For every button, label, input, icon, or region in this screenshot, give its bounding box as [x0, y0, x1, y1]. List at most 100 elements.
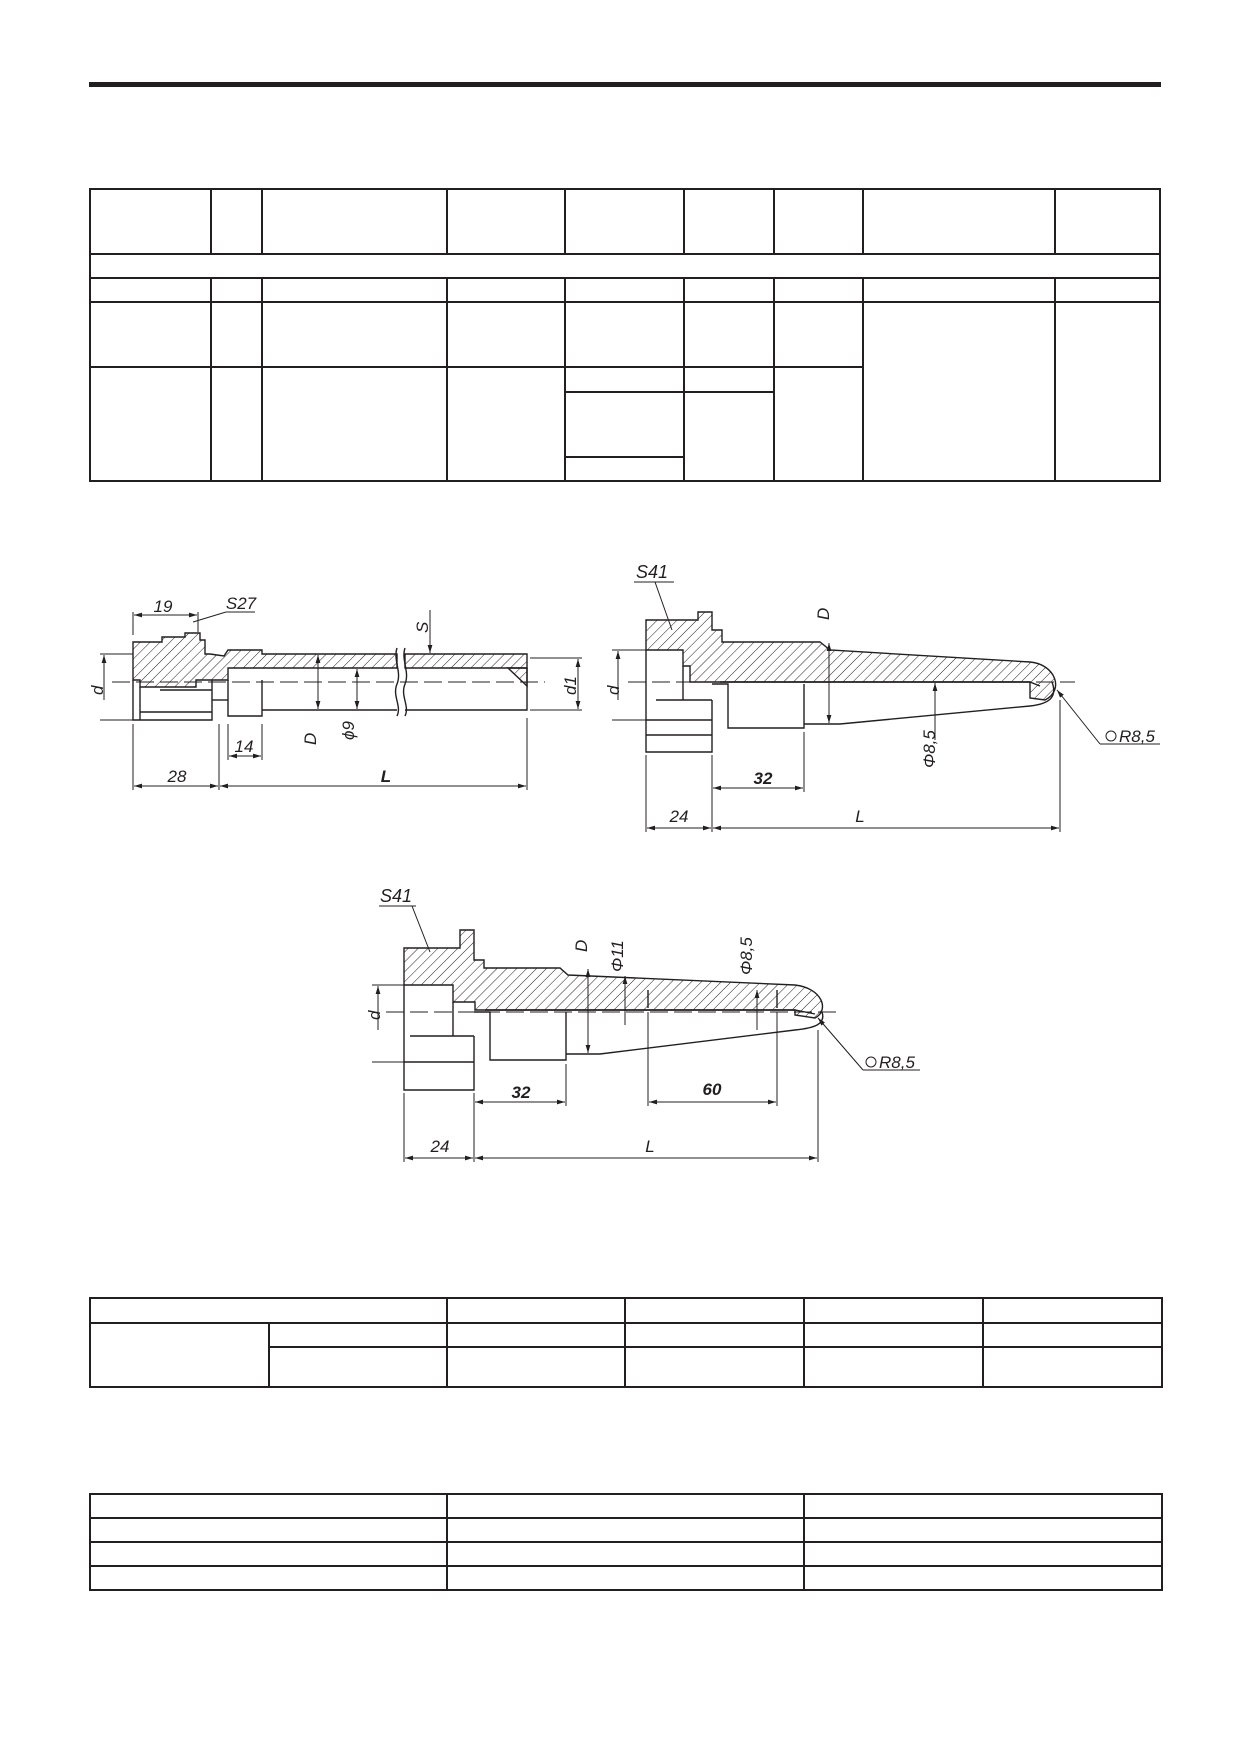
table-cell	[446, 1346, 626, 1388]
table-cell	[446, 1297, 626, 1324]
table-row	[89, 1297, 1163, 1324]
length-label-l: L	[645, 1137, 654, 1156]
table-cell	[773, 301, 864, 368]
table-cell	[446, 1517, 805, 1543]
table-cell	[1054, 277, 1161, 303]
hex-label-s41: S41	[636, 562, 668, 582]
table-cell	[89, 1297, 448, 1324]
table-cell	[683, 301, 775, 368]
table-cell	[564, 188, 685, 255]
table-cell	[210, 366, 263, 482]
table-cell	[268, 1346, 448, 1388]
table-cell	[261, 277, 448, 303]
spec-table	[89, 188, 1161, 482]
table-cell	[210, 188, 263, 255]
tip-dia-label-phi8-5: Φ8,5	[920, 730, 939, 768]
thermowell-drawing-2	[612, 581, 1160, 832]
table-cell	[446, 277, 566, 303]
table-cell	[446, 366, 566, 482]
table-cell	[564, 277, 685, 303]
hex-label-s41: S41	[380, 886, 412, 906]
thread-label-d: d	[365, 1010, 384, 1020]
dimension-table	[89, 1297, 1163, 1388]
table-cell	[89, 301, 212, 368]
table-row	[89, 1493, 1163, 1519]
table-row	[89, 1565, 1163, 1591]
material-table	[89, 1493, 1163, 1591]
table-cell	[446, 1541, 805, 1567]
table-cell	[803, 1565, 1163, 1591]
table-cell	[624, 1346, 805, 1388]
table-cell	[268, 1322, 448, 1348]
table-cell	[446, 1322, 626, 1348]
table-row	[89, 301, 1161, 482]
table-cell	[564, 366, 685, 393]
table-cell	[210, 277, 263, 303]
table-cell	[982, 1297, 1163, 1324]
dim-label-32: 32	[754, 769, 773, 788]
table-cell	[773, 188, 864, 255]
tip-dia-label-phi8-5: Φ8,5	[737, 937, 756, 975]
table-cell	[210, 301, 263, 368]
fig2-labels: S41 d D Φ8,5 R8,5 32 24 L	[604, 562, 1155, 826]
table-row	[90, 391, 1160, 482]
table-cell	[89, 253, 1161, 279]
table-cell	[624, 1297, 805, 1324]
table-cell	[446, 301, 566, 368]
table-cell	[803, 1493, 1163, 1519]
outer-dia-label-d: D	[814, 608, 833, 620]
table-cell	[89, 366, 212, 482]
table-row	[89, 1322, 1163, 1388]
table-cell	[89, 1517, 448, 1543]
table-cell	[89, 1493, 448, 1519]
dim-label-24: 24	[430, 1137, 450, 1156]
table-cell	[446, 1565, 805, 1591]
length-label-l: L	[381, 767, 391, 786]
table-cell	[862, 301, 1056, 482]
table-cell	[624, 1322, 805, 1348]
radius-label-r8-5: R8,5	[1119, 727, 1155, 746]
table-cell	[261, 366, 448, 482]
table-row	[89, 253, 1161, 279]
table-cell	[261, 188, 448, 255]
table-cell	[446, 1493, 805, 1519]
table-row	[89, 1517, 1163, 1543]
table-cell	[803, 1541, 1163, 1567]
table-cell	[683, 391, 775, 482]
table-cell	[803, 1322, 984, 1348]
table-cell	[1054, 301, 1161, 482]
table-cell	[803, 1297, 984, 1324]
fig1-labels: 19 S27 S d D ϕ9 14 28 L d1	[88, 594, 580, 786]
table-cell	[982, 1346, 1163, 1388]
table-cell	[89, 188, 212, 255]
table-cell	[261, 301, 448, 368]
table-cell	[89, 277, 212, 303]
outer-dia-label-d: D	[301, 733, 320, 745]
dim-label-28: 28	[167, 767, 187, 786]
table-cell	[1054, 188, 1161, 255]
top-rule	[89, 82, 1161, 87]
wall-label-s: S	[413, 621, 432, 633]
dim-label-60: 60	[703, 1080, 722, 1099]
table-cell	[773, 366, 864, 482]
table-cell	[862, 277, 1056, 303]
table-row	[90, 1346, 1163, 1388]
table-cell	[803, 1517, 1163, 1543]
table-cell	[564, 301, 685, 368]
table-cell	[564, 456, 685, 482]
table-cell	[446, 188, 566, 255]
table-cell	[89, 1565, 448, 1591]
thread-label-d: d	[604, 685, 623, 695]
hex-label-s27: S27	[226, 594, 257, 613]
table-row	[89, 188, 1161, 255]
thermowell-drawing-1	[100, 610, 582, 790]
fig3-labels: S41 d D Φ11 Φ8,5 R8,5 32 60 24 L	[365, 886, 915, 1156]
table-cell	[89, 1322, 270, 1388]
table-cell	[982, 1322, 1163, 1348]
thread-label-d: d	[88, 685, 107, 695]
table-cell	[89, 1541, 448, 1567]
dim-label-32: 32	[512, 1083, 531, 1102]
table-row	[89, 277, 1161, 303]
tip-label-d1: d1	[561, 676, 580, 695]
